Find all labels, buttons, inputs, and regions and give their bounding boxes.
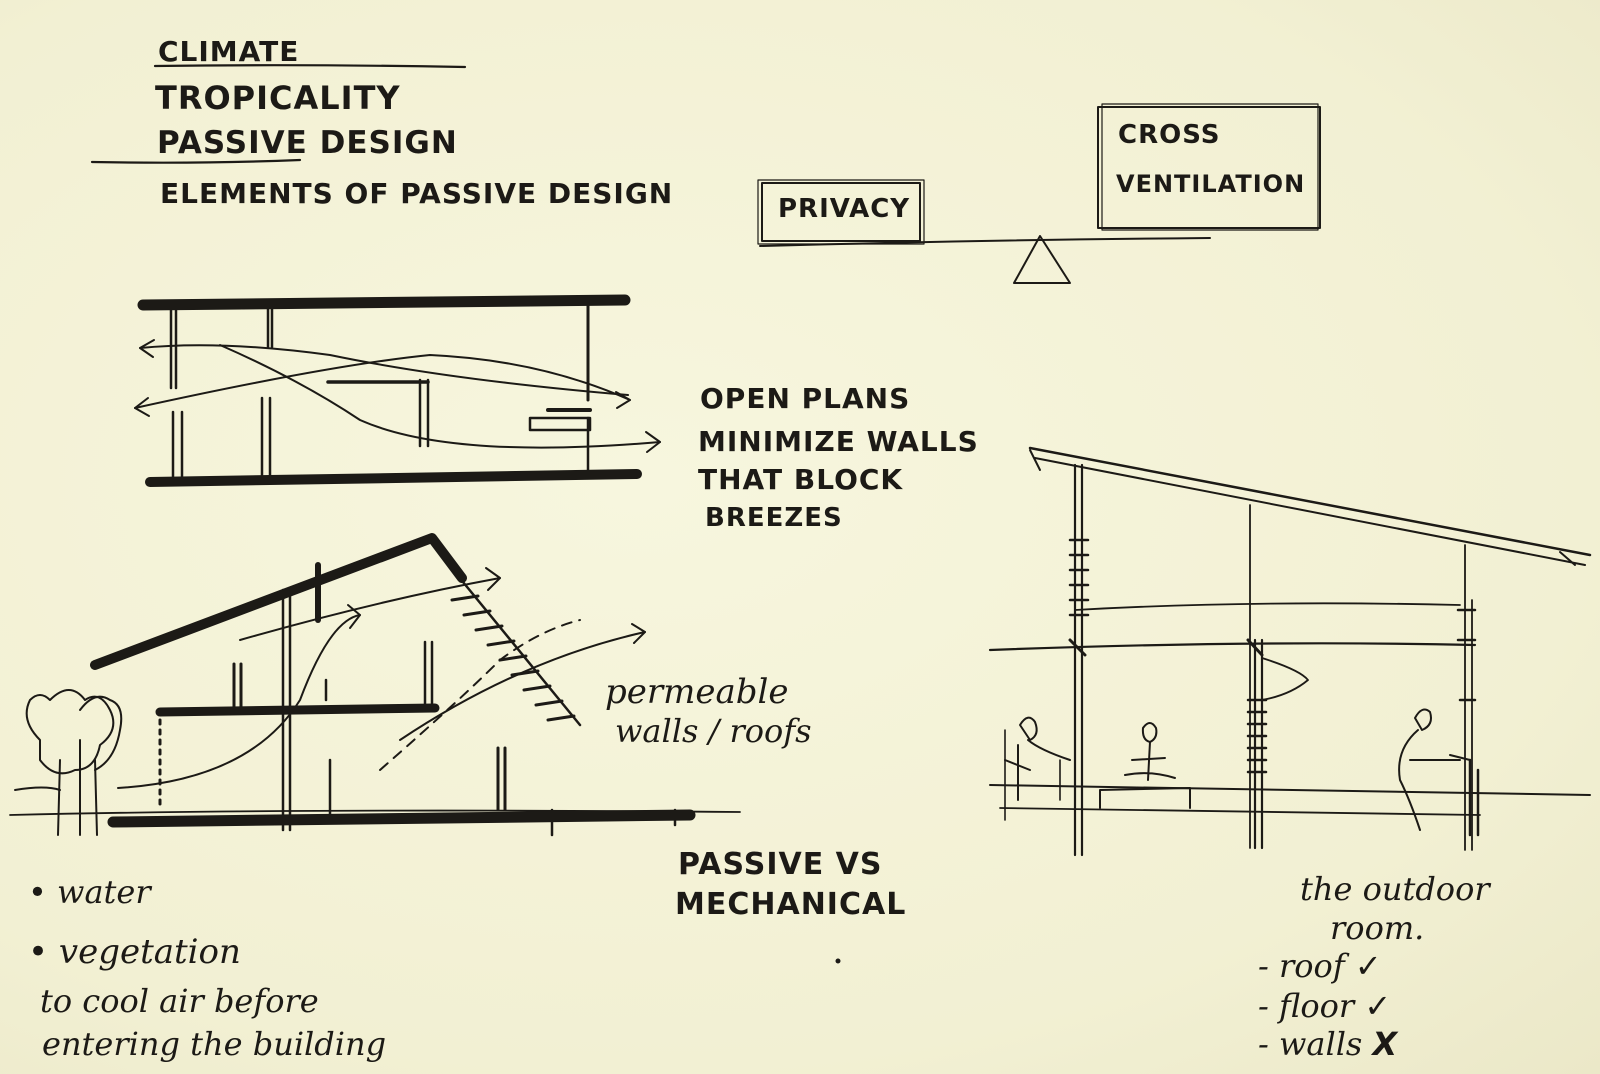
header-tropicality: TROPICALITY [155, 79, 401, 117]
header-climate: CLIMATE [158, 35, 300, 68]
vegetation-text: vegetation [58, 932, 241, 972]
header-passive-design: PASSIVE DESIGN [157, 125, 458, 161]
permeable-line2: walls / roofs [615, 712, 812, 750]
check-icon: ✓ [1354, 947, 1382, 985]
open-plans-line3: THAT BLOCK [698, 463, 904, 496]
open-plans-line2: MINIMIZE WALLS [698, 425, 979, 458]
balance-scale [757, 103, 1321, 284]
open-plans-line1: OPEN PLANS [700, 382, 911, 415]
cool-air-line: to cool air before [40, 982, 319, 1020]
vegetation-bullet: • vegetation [28, 932, 241, 972]
check-icon: ✓ [1364, 987, 1392, 1025]
open-plan-section [134, 294, 661, 487]
permeable-line1: permeable [605, 672, 789, 712]
open-plans-line4: BREEZES [705, 503, 843, 533]
cross-icon: X [1372, 1025, 1398, 1063]
water-text: water [57, 873, 151, 911]
roof-label: roof [1278, 947, 1345, 985]
floor-label: floor [1278, 987, 1355, 1025]
passive-vs-line1: PASSIVE VS [678, 847, 883, 882]
entering-building-line: entering the building [42, 1025, 387, 1063]
outdoor-room-section [988, 446, 1592, 857]
header-underlines [90, 64, 467, 164]
privacy-label: PRIVACY [778, 194, 911, 224]
walls-label: walls [1278, 1025, 1363, 1063]
tree-sketch [14, 689, 123, 836]
outdoor-item-roof: - roof ✓ [1258, 947, 1382, 985]
header-elements: ELEMENTS OF PASSIVE DESIGN [160, 177, 674, 210]
outdoor-room-title2: room. [1330, 909, 1425, 947]
outdoor-item-walls: - walls X [1258, 1025, 1398, 1063]
outdoor-room-title1: the outdoor [1300, 870, 1490, 908]
ventilation-label: VENTILATION [1116, 170, 1306, 198]
passive-vs-line2: MECHANICAL [675, 887, 907, 922]
water-bullet: • water [28, 873, 151, 911]
outdoor-item-floor: - floor ✓ [1258, 987, 1392, 1025]
permeable-section [9, 533, 741, 837]
cross-label: CROSS [1118, 120, 1221, 150]
